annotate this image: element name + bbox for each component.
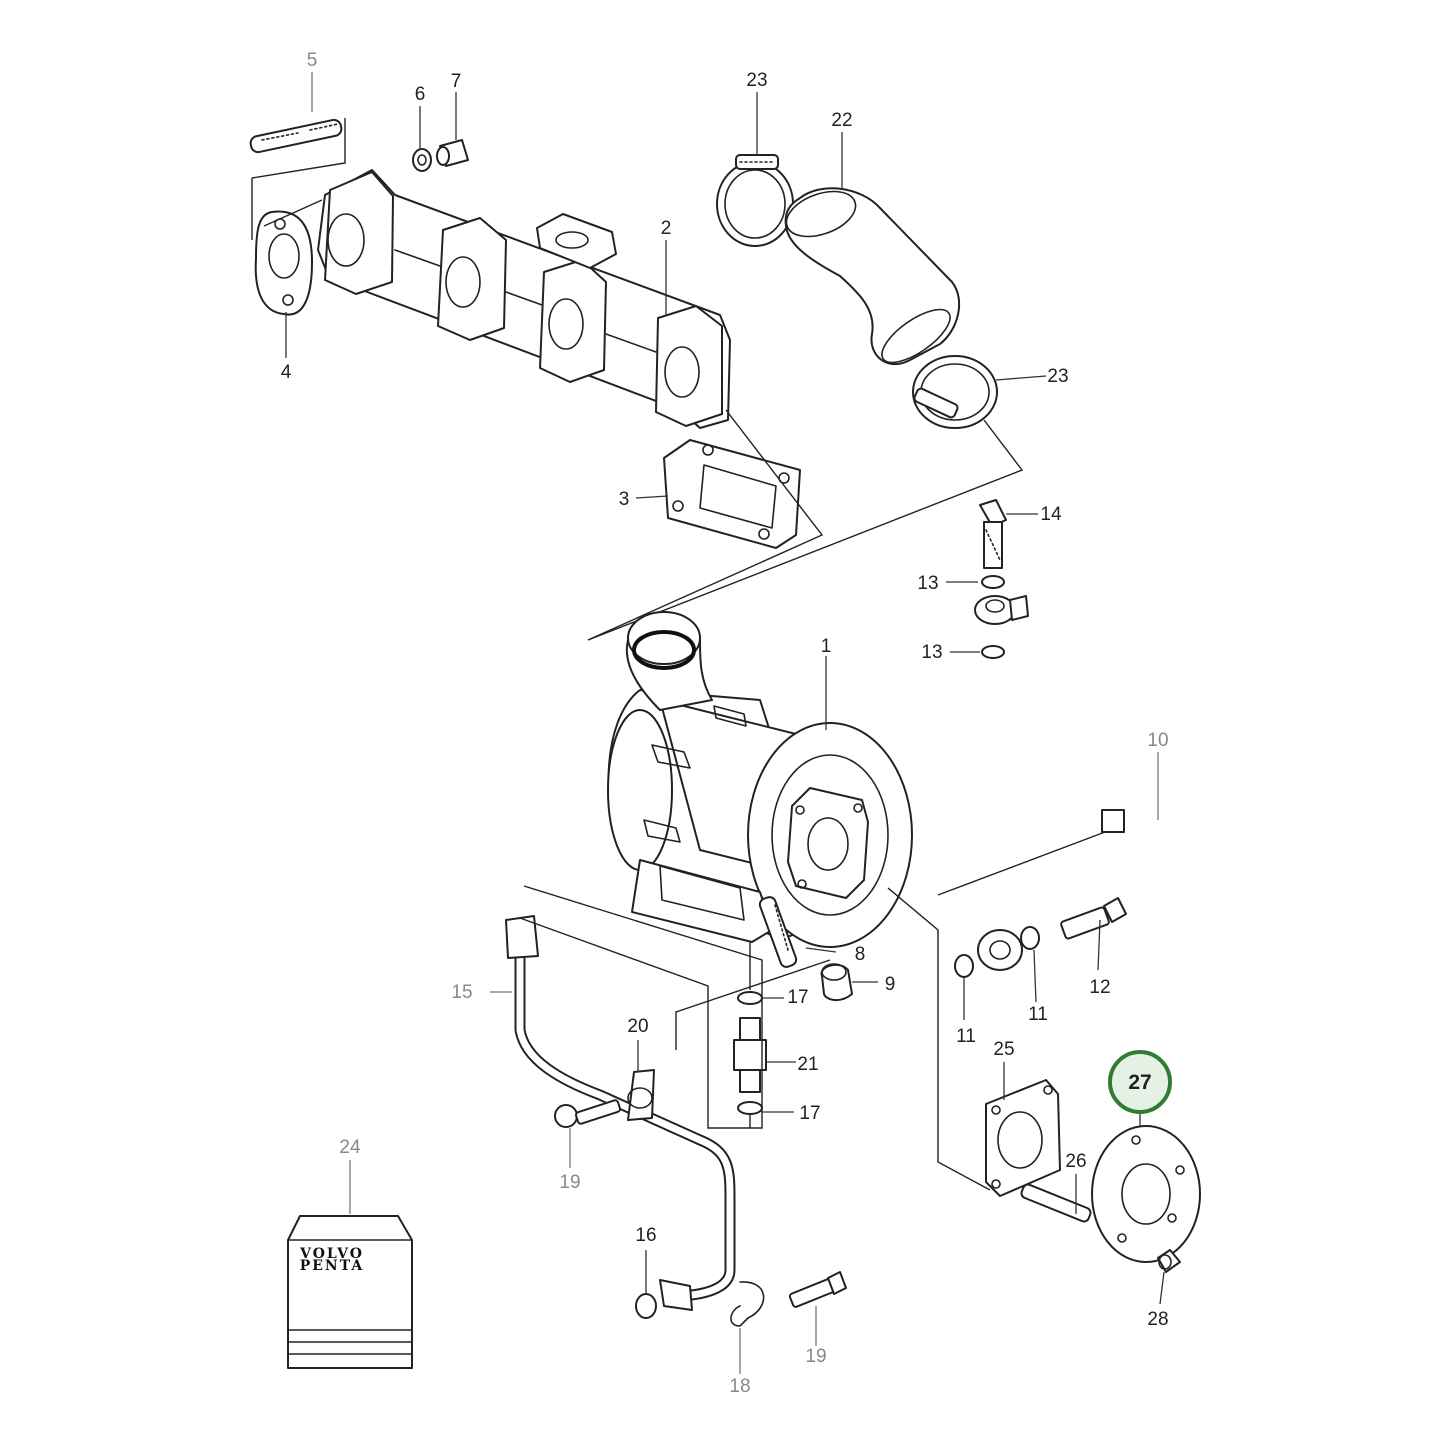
part-28-nut[interactable]: [1157, 1249, 1181, 1273]
callout-24: 24: [339, 1137, 361, 1158]
part-26-stud[interactable]: [1020, 1183, 1092, 1223]
part-11-washer-left[interactable]: [954, 954, 974, 978]
brand-volvo: VOLVO: [299, 1246, 364, 1262]
callout-16: 16: [635, 1225, 656, 1246]
part-19-bolt-left[interactable]: [554, 1099, 621, 1128]
brand-penta: PENTA: [300, 1258, 365, 1274]
callout-21: 21: [797, 1054, 818, 1075]
callout-2: 2: [661, 218, 672, 239]
callout-15: 15: [451, 982, 472, 1003]
part-13-sealing-washer-upper[interactable]: [981, 575, 1005, 589]
callout-10: 10: [1147, 730, 1168, 751]
callout-4: 4: [281, 362, 292, 383]
callout-27: 27: [1128, 1071, 1151, 1094]
callout-11-left: 11: [956, 1026, 976, 1047]
callout-9: 9: [885, 974, 896, 995]
part-19-bolt-right[interactable]: [788, 1271, 847, 1308]
callout-19-right: 19: [805, 1346, 826, 1367]
part-12-banjo-bolt[interactable]: [1060, 897, 1127, 940]
part-25-gasket-plate[interactable]: [985, 1079, 1061, 1197]
part-23-hose-clamp-upper[interactable]: [716, 154, 794, 247]
part-9-nut[interactable]: [820, 963, 853, 1001]
part-7-nut[interactable]: [436, 139, 469, 167]
callout-25: 25: [993, 1039, 1014, 1060]
part-4-gasket[interactable]: [254, 210, 313, 316]
part-3-gasket[interactable]: [663, 439, 801, 549]
callout-8: 8: [855, 944, 866, 965]
callout-17-upper: 17: [787, 987, 808, 1008]
part-2-exhaust-manifold[interactable]: [317, 169, 731, 429]
callout-14: 14: [1040, 504, 1062, 525]
callout-13-upper: 13: [917, 573, 938, 594]
callout-13-lower: 13: [921, 642, 942, 663]
callout-17-lower: 17: [799, 1103, 820, 1124]
callout-12: 12: [1089, 977, 1110, 998]
part-21-connector[interactable]: [733, 1017, 767, 1093]
callout-6: 6: [415, 84, 426, 105]
part-1-turbocharger[interactable]: [607, 611, 913, 948]
part-13-sealing-washer-lower[interactable]: [981, 645, 1005, 659]
callout-23-lower: 23: [1047, 366, 1068, 387]
callout-28: 28: [1147, 1309, 1168, 1330]
callout-23-upper: 23: [746, 70, 767, 91]
part-14-banjo-bolt[interactable]: [979, 499, 1007, 569]
callout-27-highlight[interactable]: 27: [1108, 1050, 1172, 1114]
part-17-washer-upper[interactable]: [737, 991, 763, 1005]
callout-1: 1: [821, 636, 832, 657]
part-15-oil-return-pipe[interactable]: [505, 915, 736, 1311]
part-11-washer-right[interactable]: [1020, 926, 1040, 950]
callout-18: 18: [729, 1376, 750, 1397]
callout-20: 20: [627, 1016, 648, 1037]
part-6-washer-nut[interactable]: [412, 148, 432, 172]
callout-22: 22: [831, 110, 852, 131]
part-24-gasket-kit[interactable]: VOLVO PENTA: [287, 1215, 413, 1369]
part-5-stud[interactable]: [249, 118, 343, 154]
part-23-hose-clamp-lower[interactable]: [912, 355, 998, 429]
callout-26: 26: [1065, 1151, 1086, 1172]
part-22-hose[interactable]: [780, 183, 961, 372]
part-drain-banjo[interactable]: [977, 929, 1023, 971]
callout-5: 5: [307, 50, 318, 71]
callout-19-left: 19: [559, 1172, 580, 1193]
callout-7: 7: [451, 71, 462, 92]
part-20-pipe-clip[interactable]: [627, 1069, 655, 1121]
callout-11-right: 11: [1028, 1004, 1048, 1025]
part-8-stud[interactable]: [758, 895, 798, 968]
part-17-washer-lower[interactable]: [737, 1101, 763, 1115]
part-13-banjo-union[interactable]: [974, 595, 1029, 625]
callout-3: 3: [619, 489, 630, 510]
part-27-cover-plate[interactable]: [1091, 1125, 1201, 1263]
part-10-oil-feed-pipe[interactable]: [995, 567, 1172, 923]
part-16-o-ring[interactable]: [635, 1293, 657, 1319]
part-18-clip[interactable]: [730, 1281, 765, 1327]
